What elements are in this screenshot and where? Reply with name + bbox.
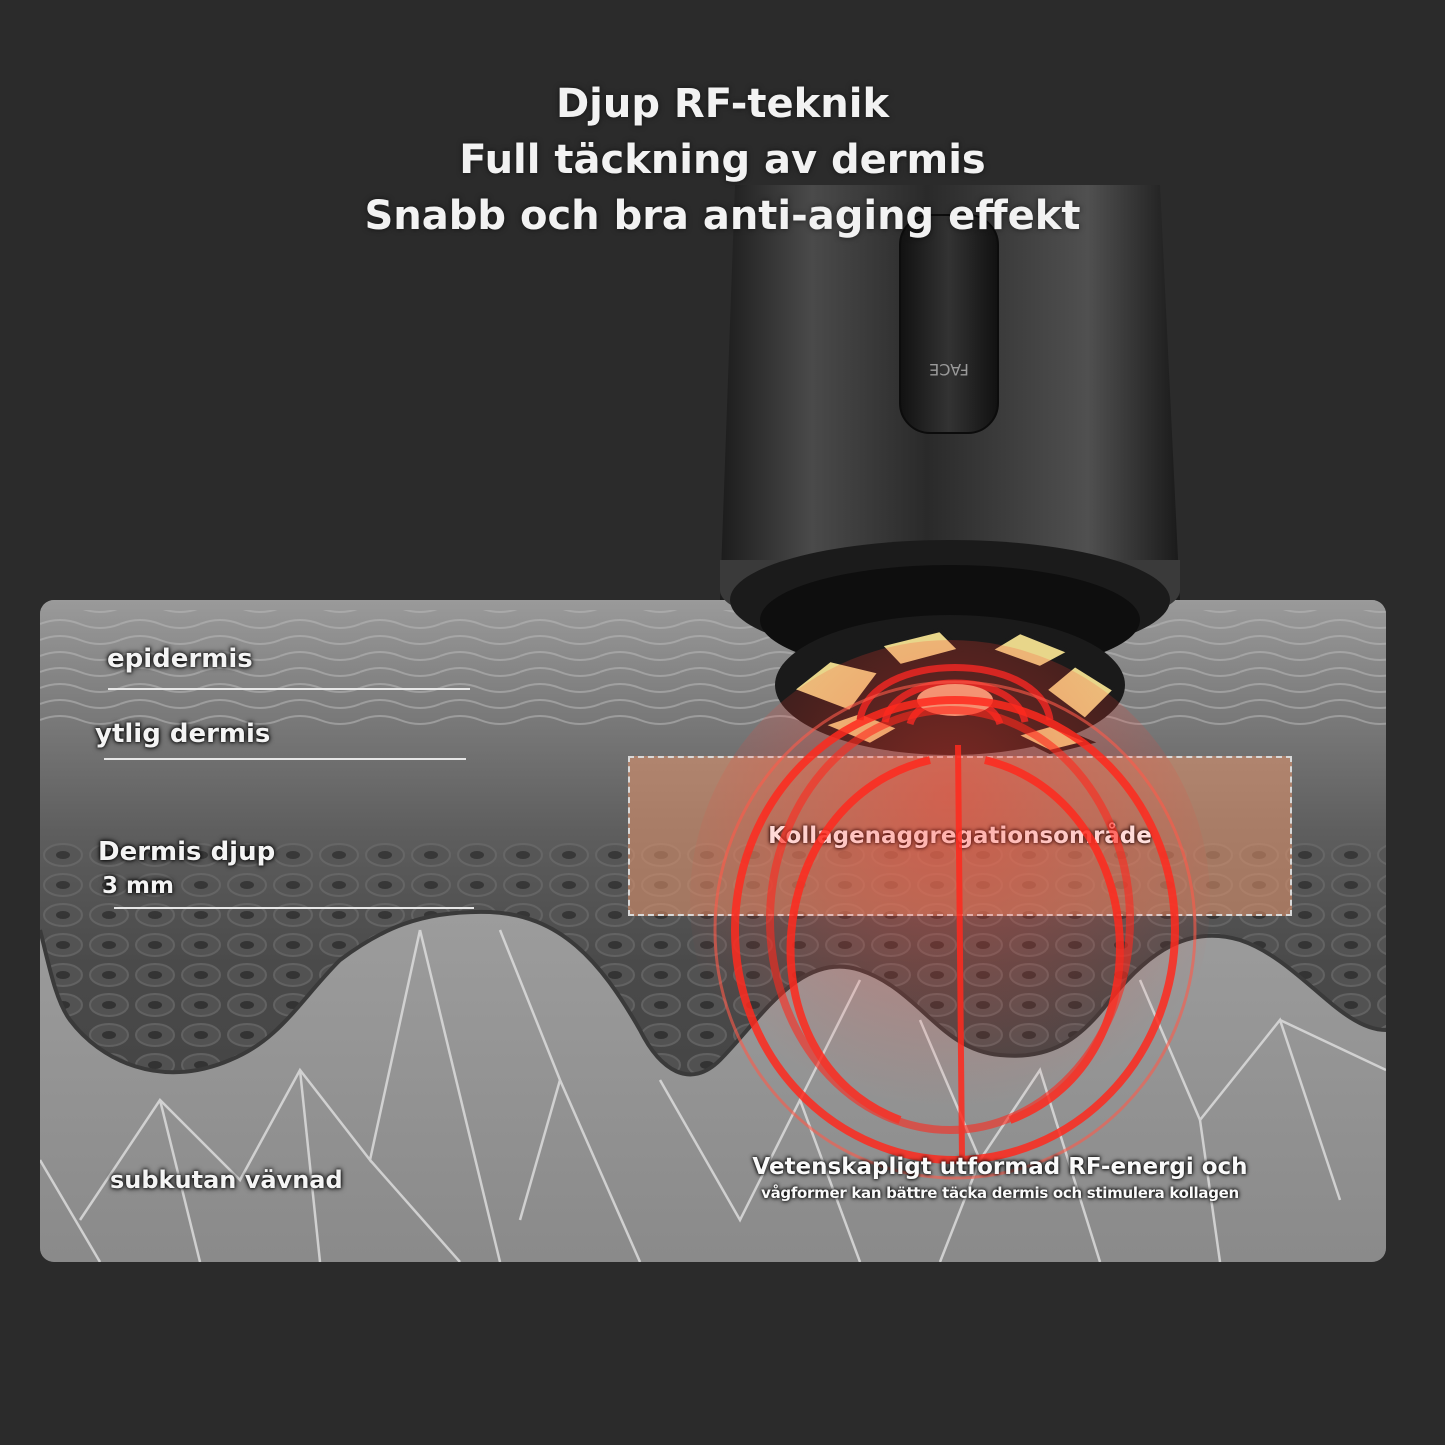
face-button-label: FACE bbox=[929, 360, 969, 379]
label-epidermis: epidermis bbox=[107, 644, 253, 674]
headline: Djup RF-teknik Full täckning av dermis S… bbox=[0, 76, 1445, 244]
line-epidermis bbox=[108, 688, 470, 690]
collagen-zone: Kollagenaggregationsområde bbox=[628, 756, 1292, 916]
collagen-zone-label: Kollagenaggregationsområde bbox=[768, 823, 1152, 849]
line-deep-dermis bbox=[114, 907, 474, 909]
headline-line-3: Snabb och bra anti-aging effekt bbox=[364, 193, 1081, 239]
rf-energy-note: Vetenskapligt utformad RF-energi och våg… bbox=[630, 1152, 1370, 1204]
label-deep-dermis: Dermis djup bbox=[98, 837, 276, 867]
label-superficial-dermis: ytlig dermis bbox=[95, 719, 271, 749]
headline-line-1: Djup RF-teknik bbox=[555, 81, 890, 127]
rf-energy-note-line-2: vågformer kan bättre täcka dermis och st… bbox=[761, 1184, 1239, 1202]
rf-energy-note-line-1: Vetenskapligt utformad RF-energi och bbox=[752, 1154, 1248, 1180]
headline-line-2: Full täckning av dermis bbox=[459, 137, 986, 183]
label-deep-dermis-depth: 3 mm bbox=[102, 873, 174, 899]
line-superficial-dermis bbox=[104, 758, 466, 760]
label-subcutaneous: subkutan vävnad bbox=[110, 1166, 343, 1194]
